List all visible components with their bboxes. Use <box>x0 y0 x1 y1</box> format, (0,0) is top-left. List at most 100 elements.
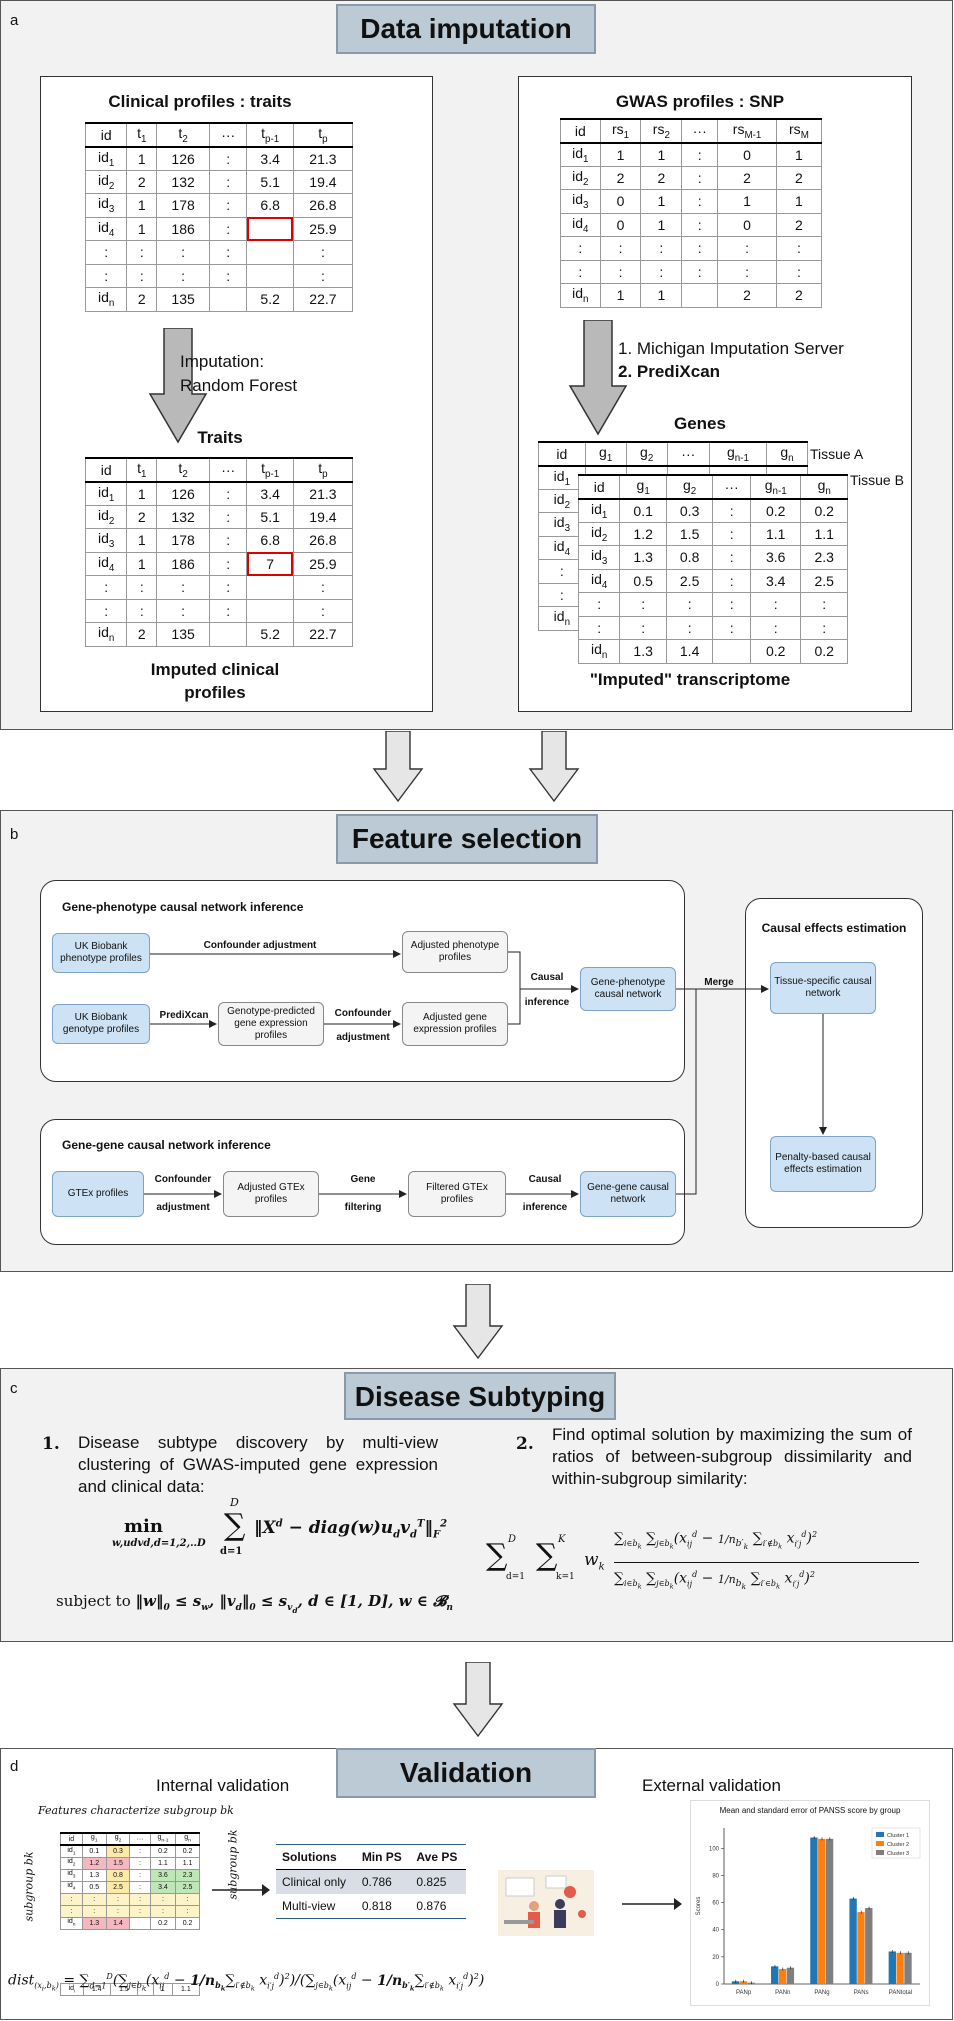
objective-norm: ‖Xd − diag(w)udvdT‖F2 <box>254 1518 448 1541</box>
table-cell <box>208 287 248 312</box>
legend-swatch <box>876 1841 884 1846</box>
table-cell: id1 <box>84 146 128 171</box>
table-cell: : <box>208 551 248 576</box>
table-cell <box>208 622 248 647</box>
table-cell: 1.4 <box>82 1983 111 1996</box>
table-header-cell: gn-1 <box>708 441 767 467</box>
table-header-cell: rsM-1 <box>717 118 777 144</box>
table-cell <box>246 263 294 288</box>
x-tick-label: PANg <box>814 1990 829 1996</box>
table-cell: 1.3 <box>81 1868 107 1882</box>
table-cell: 19.4 <box>292 169 354 194</box>
table-cell: idn <box>84 287 128 312</box>
edge-causal-2: Causal <box>528 1174 562 1185</box>
internal-validation-title: Internal validation <box>156 1776 290 1795</box>
objective-sum-bottom: d=1 <box>220 1546 243 1557</box>
table-cell: : <box>105 1892 131 1906</box>
table-header-cell: tp <box>292 457 354 483</box>
table-cell: 3.4 <box>246 481 294 506</box>
table-cell: 5.1 <box>246 169 294 194</box>
y-tick-label: 40 <box>712 1928 719 1934</box>
legend-label: Cluster 3 <box>887 1851 909 1857</box>
table-cell: 1.3 <box>619 545 667 570</box>
table-cell: : <box>126 598 158 623</box>
gene-gene-title: Gene-gene causal network inference <box>62 1138 271 1152</box>
results-cell: 0.825 <box>416 1875 447 1889</box>
item-2-text: Find optimal solution by maximizing the … <box>552 1425 912 1488</box>
results-cell: 0.786 <box>361 1875 392 1889</box>
table-cell: 1.3 <box>81 1916 107 1930</box>
table-cell: 2 <box>717 283 777 308</box>
table-cell: 2 <box>599 165 642 190</box>
table-cell: 1.5 <box>109 1983 139 1996</box>
table-cell: : <box>149 1892 177 1906</box>
table-cell: id2 <box>538 488 586 513</box>
table-cell: id1 <box>577 498 621 523</box>
table-cell: id2 <box>60 1856 83 1870</box>
x-tick-label: PANp <box>736 1990 752 1996</box>
table-header-cell: id <box>538 441 586 467</box>
edge-confounder: Confounder <box>334 1008 392 1019</box>
table-cell: : <box>577 615 621 640</box>
arrow-a-b-right <box>528 731 580 803</box>
table-cell: 126 <box>156 146 210 171</box>
table-cell: id4 <box>60 1880 83 1894</box>
edge-adjustment: adjustment <box>336 1032 390 1043</box>
edge-adjustment-2: adjustment <box>156 1202 210 1213</box>
table-cell: 1.5 <box>665 521 714 546</box>
table-cell: 0.2 <box>149 1844 177 1858</box>
table-header-cell: gn <box>800 474 848 500</box>
subgroup-label-left: subgroup bk <box>22 1851 36 1922</box>
uk-phenotype-node: UK Biobank phenotype profiles <box>52 933 150 973</box>
table-cell: 1.4 <box>665 639 714 664</box>
table-cell: 3.6 <box>149 1868 177 1882</box>
table-cell: : <box>129 1880 151 1894</box>
results-cell: Multi-view <box>282 1899 336 1913</box>
table-cell: : <box>538 559 586 584</box>
table-header-cell: ··· <box>681 118 719 144</box>
results-cell: 0.876 <box>416 1899 447 1913</box>
x-tick-label: PANtotal <box>889 1990 912 1996</box>
table-cell: id3 <box>560 189 601 214</box>
table-cell: 1 <box>775 142 823 167</box>
table-cell: 7 <box>246 551 294 576</box>
table-cell: 5.2 <box>246 287 294 312</box>
bar-PANs-2 <box>865 1908 873 1984</box>
bar-PANn-1 <box>778 1969 787 1984</box>
table-cell: : <box>665 615 714 640</box>
panel-a-title: Data imputation <box>336 4 596 54</box>
table-header-cell: g1 <box>584 441 627 467</box>
legend-label: Cluster 2 <box>887 1842 909 1848</box>
imputation-label-1: Imputation: <box>180 352 265 371</box>
table-cell: 1.1 <box>800 521 848 546</box>
table-cell: 1.3 <box>619 639 667 664</box>
table-cell: : <box>81 1904 107 1918</box>
result-arrow <box>212 1884 270 1896</box>
panel-b-title: Feature selection <box>336 814 598 864</box>
y-tick-label: 0 <box>716 1982 720 1988</box>
table-cell: : <box>129 1868 151 1882</box>
filtered-gtex-node: Filtered GTEx profiles <box>408 1171 506 1217</box>
gene-gene-network-node: Gene-gene causal network <box>580 1171 676 1217</box>
table-row: ::::: <box>84 263 354 288</box>
table-header-cell: ··· <box>208 122 248 148</box>
constraint-label: subject to <box>56 1592 131 1610</box>
table-cell: : <box>775 236 823 261</box>
table-cell: 2 <box>126 287 158 312</box>
objective-sum-top: D <box>230 1496 239 1509</box>
table-cell: : <box>129 1856 151 1870</box>
table-cell: : <box>208 481 248 506</box>
table-cell: 1.1 <box>171 1983 201 1996</box>
